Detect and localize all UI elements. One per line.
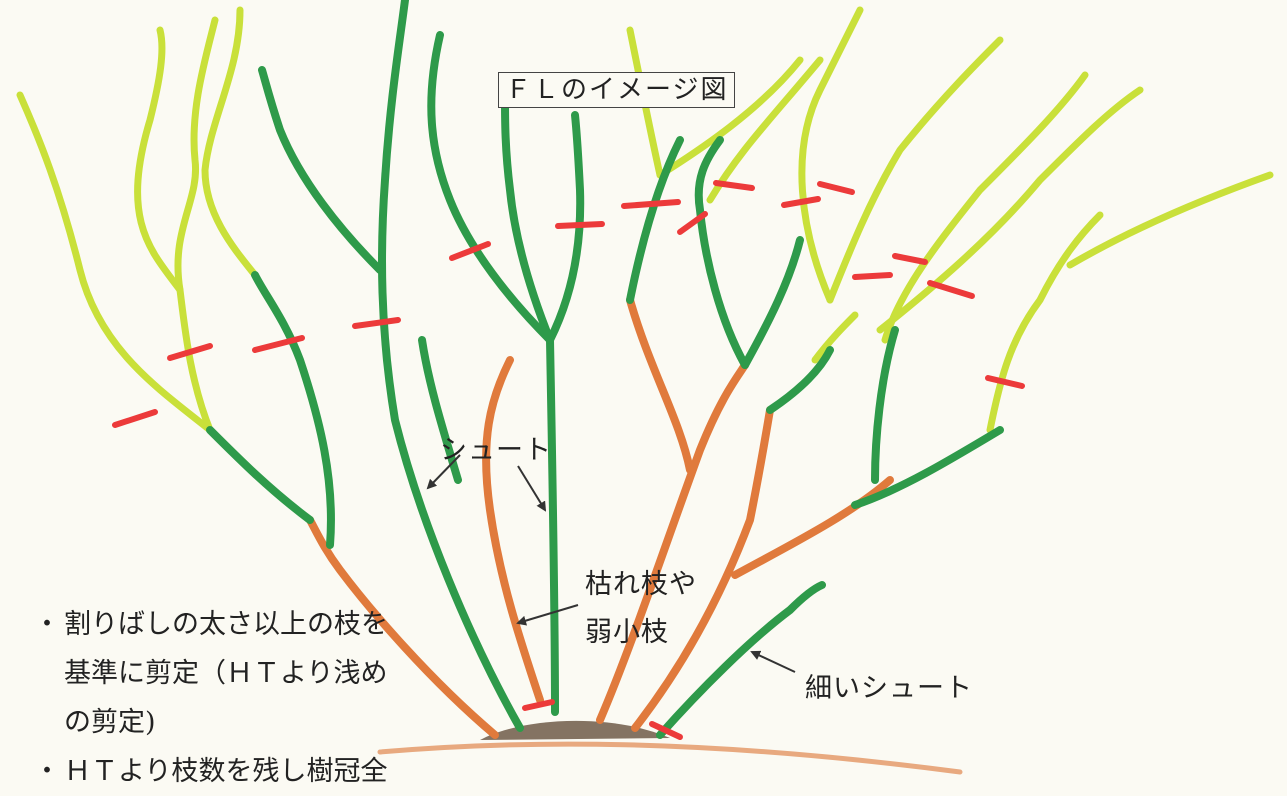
shoot — [546, 336, 559, 716]
leader-arrows — [426, 454, 796, 673]
note-bullet: ・ — [33, 756, 61, 787]
young-branch — [881, 71, 1089, 344]
cut-mark — [252, 335, 305, 353]
shoot — [251, 271, 335, 549]
cut-mark — [112, 409, 158, 428]
shoot — [766, 346, 834, 414]
cut-mark — [621, 199, 681, 209]
note-line: 基準に剪定（ＨＴより浅め — [64, 658, 388, 689]
note-item: ・割りばしの太さ以上の枝を — [30, 600, 389, 649]
cut-mark — [449, 241, 491, 261]
shoot — [206, 426, 314, 524]
shoot — [546, 111, 585, 344]
pruning-cuts — [112, 180, 1025, 740]
cut-mark — [522, 699, 555, 711]
shoot — [851, 426, 1004, 509]
cut-mark — [649, 721, 683, 740]
note-line: の剪定) — [64, 707, 156, 738]
young-branch — [826, 36, 1004, 304]
shoot-arrow-left — [426, 454, 461, 490]
shoot — [694, 136, 749, 369]
pruning-notes: ・割りばしの太さ以上の枝を 基準に剪定（ＨＴより浅め の剪定) ・ＨＴより枝数を… — [30, 600, 389, 796]
old-branch — [626, 296, 694, 474]
note-line: 割りばしの太さ以上の枝を — [64, 609, 388, 640]
shoot — [871, 326, 899, 484]
old-branch — [631, 406, 774, 732]
cut-mark — [892, 253, 928, 265]
cut-mark — [167, 343, 213, 361]
cut-mark — [781, 196, 821, 208]
diagram-title: ＦＬのイメージ図 — [498, 72, 736, 108]
thin-shoot — [656, 581, 826, 739]
cut-mark — [817, 181, 855, 195]
young-branch — [1066, 171, 1274, 269]
cut-mark — [713, 180, 755, 191]
thin-shoot-label: 細いシュート — [805, 673, 973, 704]
cut-mark — [927, 280, 975, 299]
young-growth — [16, 6, 1274, 434]
soil-mound — [480, 720, 670, 740]
note-item: ・ＨＴより枝数を残し樹冠全 — [30, 747, 388, 796]
dead-branch-label-line2: 弱小枝 — [585, 617, 669, 648]
shoot — [418, 336, 462, 484]
shoot — [501, 96, 554, 344]
young-branch — [811, 311, 859, 364]
dead-branch-arrow — [516, 604, 579, 626]
old-branch — [306, 516, 499, 739]
cut-mark — [677, 211, 708, 235]
dead-branch — [482, 356, 544, 704]
young-branch — [201, 6, 259, 279]
young-branch — [876, 86, 1144, 334]
old-branch — [731, 476, 894, 579]
young-branch — [134, 26, 214, 434]
shoot — [741, 236, 804, 369]
cut-mark — [555, 221, 605, 229]
cut-mark — [352, 317, 401, 329]
shoot — [258, 66, 384, 274]
shoot — [427, 31, 554, 344]
shoot — [626, 136, 684, 304]
note-line: ＨＴより枝数を残し樹冠全 — [64, 756, 388, 787]
old-branch — [596, 361, 749, 724]
cut-mark — [985, 375, 1025, 389]
shoot — [378, 0, 524, 732]
cut-mark — [852, 272, 893, 280]
young-branch — [174, 16, 219, 294]
young-branch — [16, 91, 214, 434]
green-shoots — [206, 0, 1004, 739]
ground-line — [377, 741, 963, 775]
young-branch — [798, 6, 864, 304]
young-branch — [656, 56, 804, 179]
old-wood — [306, 296, 894, 739]
thin-shoot-arrow — [750, 650, 796, 673]
ground — [377, 720, 963, 775]
young-branch — [986, 211, 1104, 434]
note-bullet: ・ — [33, 609, 61, 640]
shoot-label: シュート — [440, 435, 552, 466]
shoot-arrow-right — [517, 465, 547, 512]
dead-branch-label-line1: 枯れ枝や — [585, 569, 697, 600]
